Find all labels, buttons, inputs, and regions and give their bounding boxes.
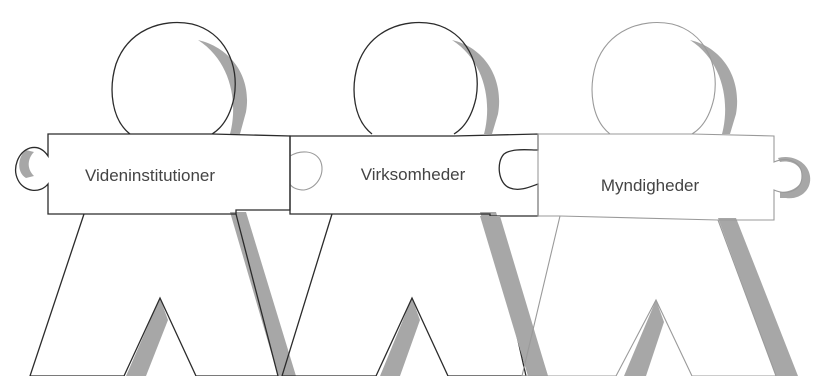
figure-3-head [592,23,715,134]
figure-2-head [354,23,477,134]
figure-2-label: Virksomheder [361,165,466,184]
figure-virksomheder: Virksomheder [282,23,548,376]
figure-3-label: Myndigheder [601,176,700,195]
figure-1-head [112,23,235,134]
figure-myndigheder: Myndigheder [480,23,810,376]
figure-2-left-knob [290,152,322,190]
figure-1-label: Videninstitutioner [85,166,215,185]
figure-videninstitutioner: Videninstitutioner [16,23,296,376]
